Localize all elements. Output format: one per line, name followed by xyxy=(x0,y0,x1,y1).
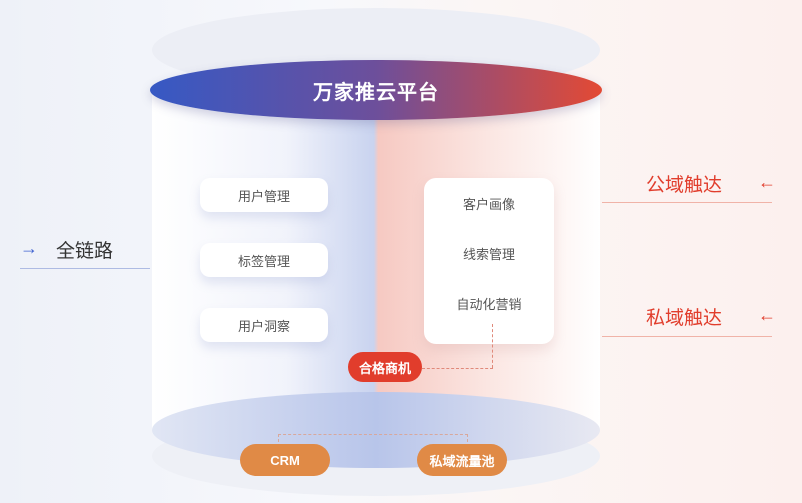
user-management-item: 用户管理 xyxy=(200,178,328,212)
connector-crm-to-pool xyxy=(278,434,468,447)
platform-title-disc: 万家推云平台 xyxy=(150,60,602,120)
customer-profile-label: 客户画像 xyxy=(462,197,515,212)
private-reach-label: 私域触达 xyxy=(646,308,723,329)
full-chain-underline xyxy=(20,268,150,269)
crm-label: CRM xyxy=(270,452,300,468)
private-traffic-pool-label: 私域流量池 xyxy=(429,453,495,469)
arrow-left-icon: ← xyxy=(758,172,776,192)
connector-card-to-badge-vertical xyxy=(492,324,493,368)
qualified-opportunity-badge: 合格商机 xyxy=(348,352,422,382)
automated-marketing-label: 自动化营销 xyxy=(456,297,522,312)
connector-card-to-badge-horizontal xyxy=(422,368,493,369)
private-traffic-pool-badge: 私域流量池 xyxy=(417,444,507,476)
user-insight-item: 用户洞察 xyxy=(200,308,328,342)
user-insight-label: 用户洞察 xyxy=(237,318,290,334)
cylinder-bottom xyxy=(152,392,600,468)
lead-management-label: 线索管理 xyxy=(462,247,515,262)
right-feature-card: 客户画像 线索管理 自动化营销 xyxy=(424,178,554,344)
qualified-opportunity-label: 合格商机 xyxy=(358,360,411,376)
tag-management-label: 标签管理 xyxy=(237,253,290,269)
tag-management-item: 标签管理 xyxy=(200,243,328,277)
arrow-right-icon: → xyxy=(20,238,38,258)
user-management-label: 用户管理 xyxy=(237,188,290,204)
public-reach-label: 公域触达 xyxy=(646,175,723,196)
full-chain-label: 全链路 xyxy=(56,241,114,262)
arrow-left-icon: ← xyxy=(758,305,776,325)
crm-badge: CRM xyxy=(240,444,330,476)
public-reach-underline xyxy=(602,202,772,203)
platform-title: 万家推云平台 xyxy=(313,81,439,104)
private-reach-underline xyxy=(602,336,772,337)
